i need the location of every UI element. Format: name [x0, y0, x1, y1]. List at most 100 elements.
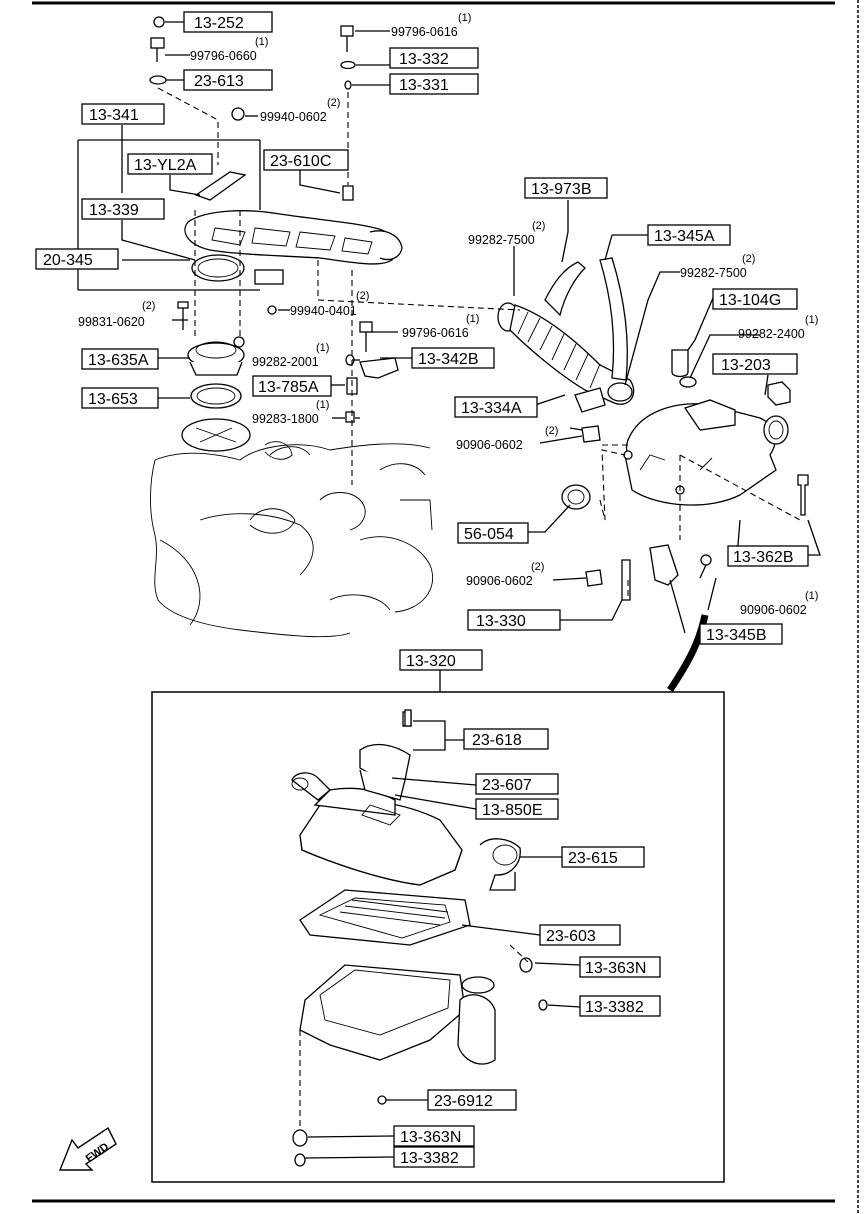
part-box-13-785a[interactable]: 13-785A [252, 375, 332, 397]
part-label: 13-362B [733, 549, 794, 566]
filter-element [299, 889, 471, 946]
part-number: 99283-1800 [252, 412, 319, 426]
part-label: 13-203 [721, 357, 771, 374]
part-number: 99796-0616 [391, 25, 458, 39]
resonator-13-104g [671, 349, 689, 378]
part-box-23-603[interactable]: 23-603 [539, 924, 621, 946]
part-box-13-342b[interactable]: 13-342B [411, 347, 495, 369]
part-number: 99940-0602 [260, 110, 327, 124]
part-label: 13-973B [531, 181, 592, 198]
part-box-23-6912[interactable]: 23-6912 [427, 1089, 517, 1111]
part-box-13-3382-upper[interactable]: 13-3382 [579, 995, 661, 1017]
throttle-body [181, 418, 293, 460]
lower-case [299, 964, 496, 1065]
part-label: 23-607 [482, 777, 532, 794]
engine-outline [150, 443, 433, 638]
bracket-13-345b [649, 544, 679, 586]
lower-leaders [304, 720, 581, 1159]
part-label: 13-104G [719, 292, 781, 309]
part-label: 13-785A [258, 379, 319, 396]
part-label: 56-054 [464, 526, 514, 543]
part-box-23-610c[interactable]: 23-610C [263, 149, 349, 171]
part-label: 13-363N [400, 1129, 461, 1146]
part-box-23-618[interactable]: 23-618 [463, 728, 549, 750]
part-box-56-054[interactable]: 56-054 [457, 522, 529, 544]
grommet-56-054 [561, 484, 591, 510]
cap-13-203 [767, 381, 791, 406]
part-label: 13-331 [399, 77, 449, 94]
part-box-13-332[interactable]: 13-332 [389, 47, 479, 69]
part-label: 23-615 [568, 850, 618, 867]
part-box-13-339[interactable]: 13-339 [81, 198, 165, 220]
intake-hose [497, 302, 635, 405]
part-number: 99282-7500 [680, 266, 747, 280]
duct-strip-973b [544, 261, 586, 317]
part-label: 20-345 [43, 252, 93, 269]
part-box-13-104g[interactable]: 13-104G [712, 288, 798, 310]
part-box-13-362b[interactable]: 13-362B [727, 545, 809, 567]
part-box-13-341[interactable]: 13-341 [81, 103, 165, 125]
qty-label: (1) [316, 399, 329, 411]
part-box-13-850e[interactable]: 13-850E [475, 798, 559, 820]
part-number: 90906-0602 [740, 603, 807, 617]
qty-label: (2) [742, 253, 755, 265]
part-box-13-345b[interactable]: 13-345B [699, 623, 783, 645]
bracket-13-342b [359, 357, 399, 379]
part-number: 90906-0602 [466, 574, 533, 588]
part-label: 13-850E [482, 802, 543, 819]
qty-label: (1) [458, 12, 471, 24]
part-box-13-yl2a[interactable]: 13-YL2A [127, 153, 213, 175]
part-numbers: (1) 99796-0616 (1) 99796-0660 (2) 99940-… [78, 12, 818, 617]
qty-label: (1) [805, 590, 818, 602]
part-label: 13-635A [88, 352, 149, 369]
part-box-20-345[interactable]: 20-345 [35, 248, 119, 270]
nuts-90906 [581, 425, 712, 587]
part-label: 23-618 [472, 732, 522, 749]
part-label: 23-610C [270, 153, 331, 170]
part-label: 23-613 [194, 73, 244, 90]
part-label: 13-330 [476, 613, 526, 630]
part-number: 99831-0620 [78, 315, 145, 329]
stud-13-330 [621, 559, 631, 601]
part-box-13-3382-lower[interactable]: 13-3382 [393, 1146, 475, 1168]
part-box-13-334a[interactable]: 13-334A [454, 396, 538, 418]
part-box-13-363n-lower[interactable]: 13-363N [393, 1125, 475, 1147]
part-box-13-320[interactable]: 13-320 [399, 649, 483, 671]
part-box-23-613[interactable]: 23-613 [183, 69, 273, 91]
connector-13-334a [574, 387, 606, 413]
part-label: 13-332 [399, 51, 449, 68]
fwd-arrow-icon: FWD [58, 1126, 117, 1171]
part-number: 99282-7500 [468, 233, 535, 247]
part-box-13-331[interactable]: 13-331 [389, 73, 479, 95]
corner-piece [479, 838, 521, 891]
part-box-23-607[interactable]: 23-607 [475, 773, 559, 795]
part-box-13-635a[interactable]: 13-635A [81, 348, 159, 370]
part-box-23-615[interactable]: 23-615 [561, 846, 645, 868]
part-box-13-252[interactable]: 13-252 [183, 11, 273, 33]
qty-label: (2) [531, 561, 544, 573]
part-box-13-203[interactable]: 13-203 [712, 353, 798, 375]
qty-label: (1) [255, 36, 268, 48]
part-label: 13-345B [706, 627, 767, 644]
part-box-13-363n-upper[interactable]: 13-363N [579, 956, 661, 978]
part-label: 23-603 [546, 928, 596, 945]
qty-label: (2) [356, 290, 369, 302]
part-label: 13-341 [89, 107, 139, 124]
qty-label: (2) [545, 425, 558, 437]
upper-air-cleaner [623, 399, 789, 506]
part-number: 99282-2001 [252, 355, 319, 369]
part-box-13-345a[interactable]: 13-345A [647, 224, 731, 246]
part-box-13-653[interactable]: 13-653 [81, 387, 159, 409]
part-label: 13-3382 [585, 999, 644, 1016]
part-label: 13-345A [654, 228, 715, 245]
part-box-13-330[interactable]: 13-330 [467, 609, 561, 631]
part-label: 13-320 [406, 653, 456, 670]
part-number: 99940-0401 [290, 304, 357, 318]
duct-strip-345a [599, 257, 628, 381]
part-box-13-973b[interactable]: 13-973B [524, 177, 608, 199]
assembly-frame [151, 691, 725, 1183]
duct-elbow [359, 711, 412, 801]
part-label: 13-YL2A [134, 157, 197, 174]
mount-seat [187, 336, 245, 376]
